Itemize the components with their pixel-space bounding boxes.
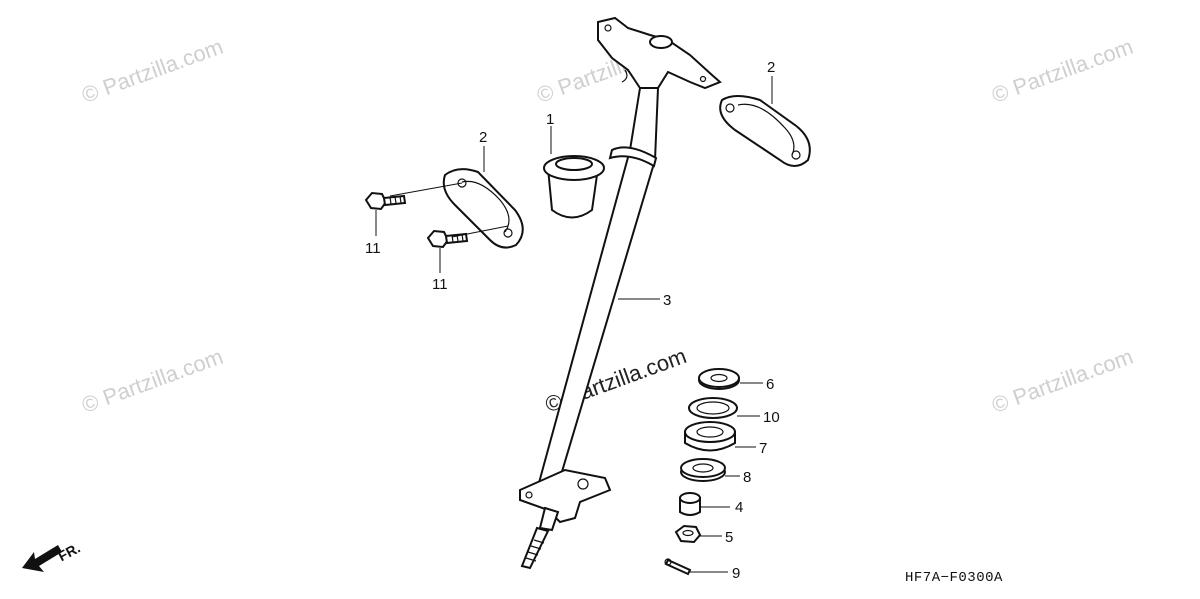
circlip-10 bbox=[688, 397, 738, 419]
callout-7: 7 bbox=[759, 440, 767, 457]
flange-bolt-upper bbox=[364, 191, 407, 211]
collar-4 bbox=[679, 492, 701, 516]
diagram-code: HF7A−F0300A bbox=[905, 570, 1003, 586]
callout-1: 1 bbox=[546, 111, 554, 128]
callout-10: 10 bbox=[763, 409, 780, 426]
shaft-holder-left bbox=[442, 168, 524, 249]
callout-11-lower: 11 bbox=[432, 276, 448, 293]
callout-11-upper: 11 bbox=[365, 240, 381, 257]
callout-5: 5 bbox=[725, 529, 733, 546]
rubber-grommet bbox=[543, 155, 605, 219]
seal-8 bbox=[680, 458, 726, 482]
steering-shaft bbox=[519, 16, 722, 570]
watermark-middle-right: © Partzilla.com bbox=[988, 344, 1136, 418]
callout-3: 3 bbox=[663, 292, 671, 309]
front-direction-arrow-icon bbox=[22, 545, 62, 572]
callout-2-right: 2 bbox=[767, 59, 775, 76]
bearing-7 bbox=[684, 421, 736, 452]
seal-6 bbox=[698, 368, 740, 390]
callout-9: 9 bbox=[732, 565, 740, 582]
callout-2-left: 2 bbox=[479, 129, 487, 146]
shaft-holder-right bbox=[719, 95, 811, 167]
callout-8: 8 bbox=[743, 469, 751, 486]
cotter-pin-9 bbox=[664, 558, 692, 576]
watermark-middle-left: © Partzilla.com bbox=[78, 344, 226, 418]
callout-4: 4 bbox=[735, 499, 743, 516]
callout-6: 6 bbox=[766, 376, 774, 393]
watermark-top-right: © Partzilla.com bbox=[988, 34, 1136, 108]
flange-bolt-lower bbox=[426, 229, 469, 249]
nut-5 bbox=[674, 524, 702, 544]
front-direction-label: FR. bbox=[55, 540, 82, 565]
watermark-top-left: © Partzilla.com bbox=[78, 34, 226, 108]
